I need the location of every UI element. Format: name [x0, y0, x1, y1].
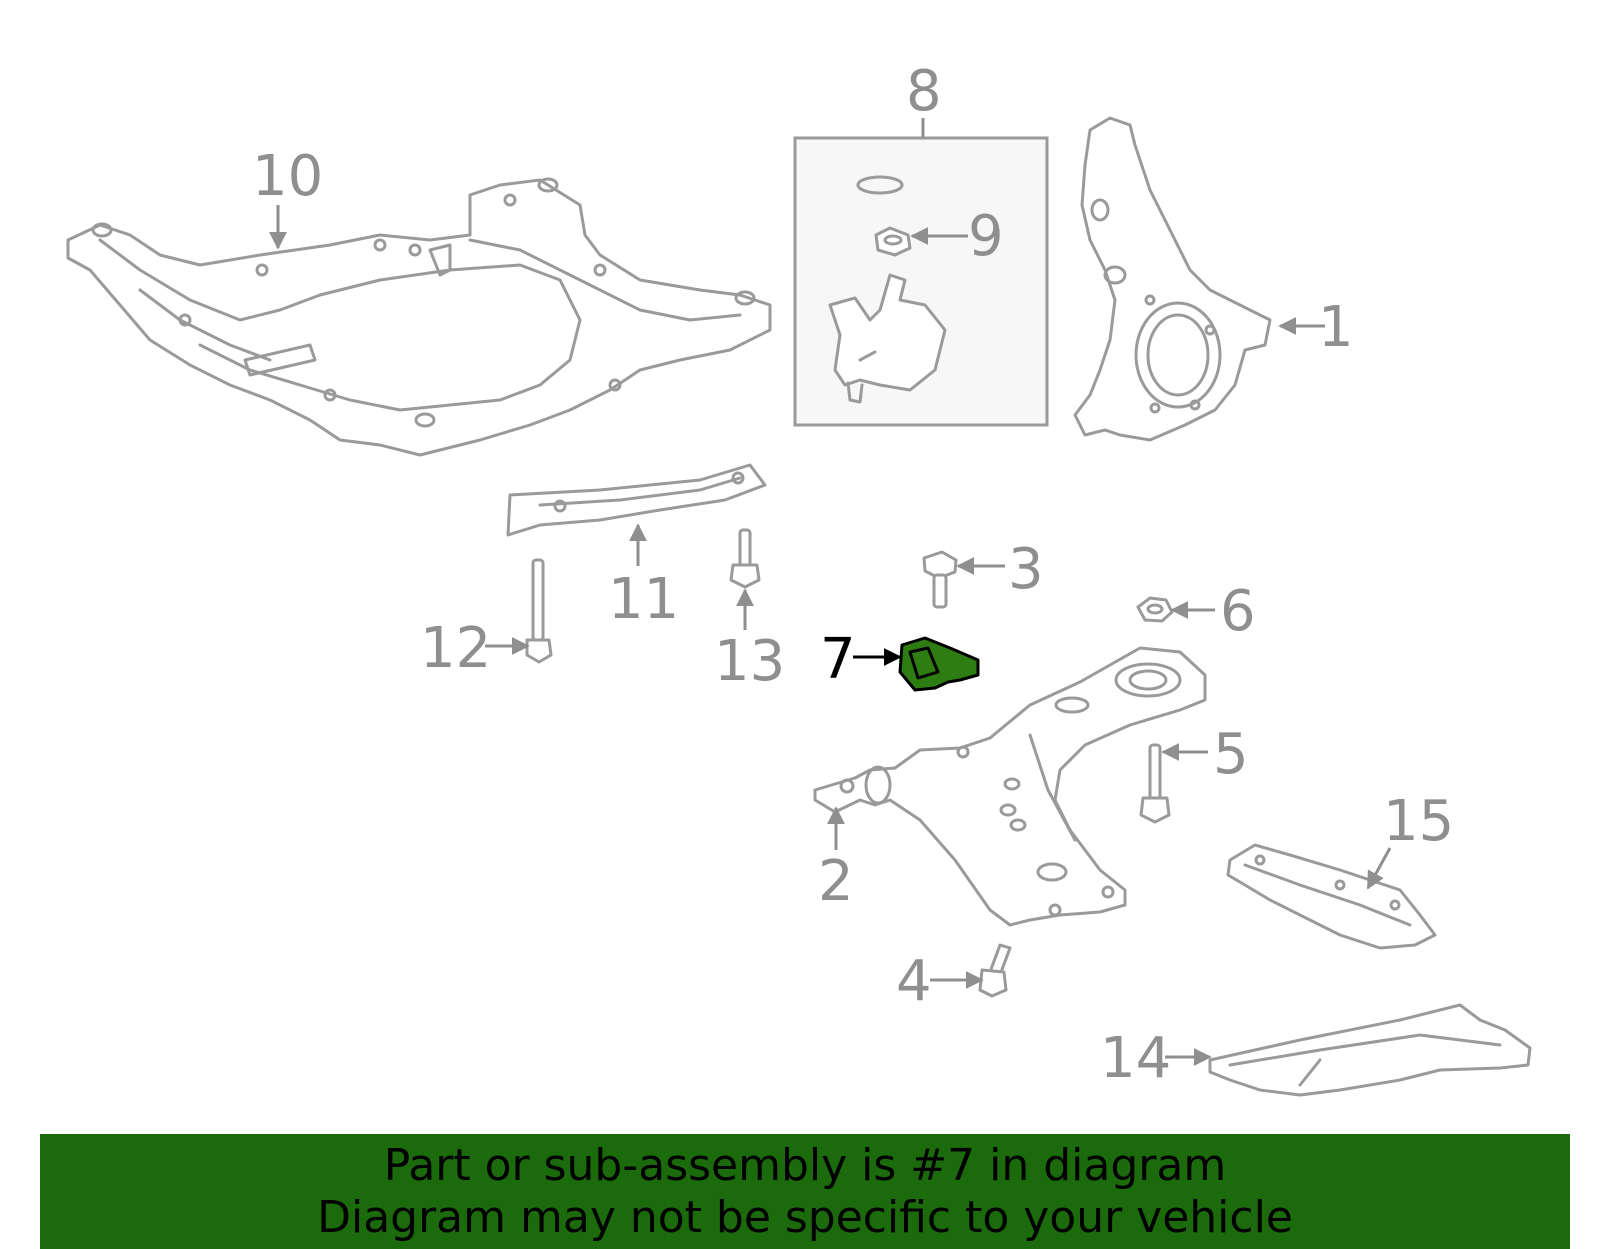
bolt-part-4: [978, 943, 1012, 998]
callout-7: 7: [820, 627, 856, 692]
subframe-part-10: [66, 177, 772, 457]
callout-1: 1: [1318, 295, 1354, 360]
callout-14: 14: [1100, 1026, 1171, 1091]
bolt-part-5: [1139, 743, 1171, 824]
cover-part-14: [1208, 1003, 1532, 1097]
callout-12: 12: [420, 616, 491, 681]
callout-8: 8: [906, 59, 942, 124]
lower-control-arm-part-2: [813, 646, 1207, 927]
callout-6: 6: [1220, 579, 1256, 644]
callout-15: 15: [1383, 789, 1454, 854]
steering-knuckle-part-1: [1073, 116, 1272, 442]
bolt-part-12: [525, 558, 553, 664]
ball-joint-group-8: [793, 136, 1049, 427]
bolt-part-3: [922, 550, 958, 609]
callout-5: 5: [1213, 722, 1249, 787]
banner-line-disclaimer: Diagram may not be specific to your vehi…: [317, 1191, 1293, 1243]
callout-13: 13: [714, 629, 785, 694]
leader-lines: [269, 118, 1392, 1066]
callout-4: 4: [896, 949, 932, 1014]
callout-2: 2: [818, 849, 854, 914]
bolt-part-13: [729, 528, 761, 589]
callout-10: 10: [252, 144, 323, 209]
callout-3: 3: [1008, 537, 1044, 602]
bracket-part-11: [506, 463, 767, 537]
bushing-part-7: [898, 636, 980, 692]
banner-line-part-number: Part or sub-assembly is #7 in diagram: [383, 1139, 1227, 1191]
callout-9: 9: [968, 204, 1004, 269]
callout-11: 11: [608, 567, 679, 632]
cover-part-15: [1226, 843, 1437, 950]
info-banner: Part or sub-assembly is #7 in diagram Di…: [40, 1134, 1570, 1249]
nut-part-6: [1136, 596, 1174, 623]
